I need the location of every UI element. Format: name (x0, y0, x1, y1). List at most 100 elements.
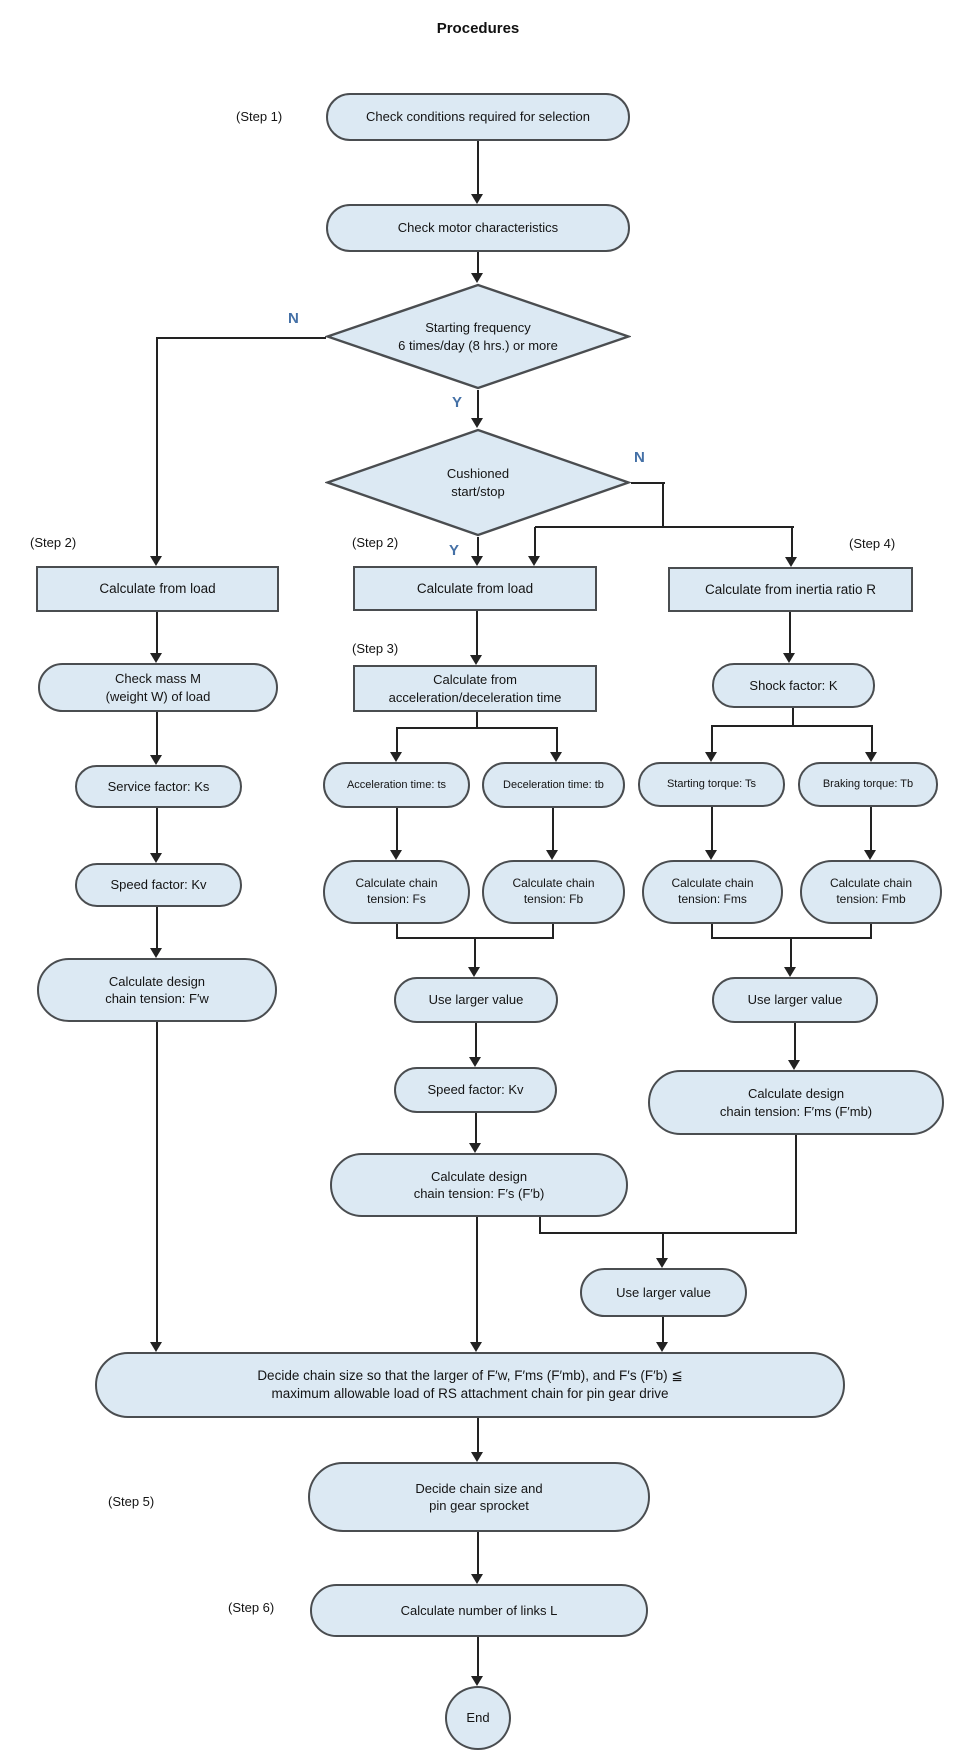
node-decide-chain-size: Decide chain size so that the larger of … (95, 1352, 845, 1418)
arrow-head (469, 1057, 481, 1067)
connector-line (790, 937, 792, 969)
connector-line (156, 337, 158, 558)
node-braking-torque-tb: Braking torque: Tb (798, 762, 938, 807)
connector-line (156, 907, 158, 950)
node-end: End (445, 1686, 511, 1750)
connector-line (552, 924, 554, 939)
connector-line (476, 1217, 478, 1344)
arrow-head (528, 556, 540, 566)
decision-cushioned-start-stop (325, 428, 631, 537)
connector-line (792, 708, 794, 727)
connector-line (556, 727, 558, 754)
connector-line (795, 1135, 797, 1234)
connector-line (156, 1022, 158, 1344)
arrow-head (390, 752, 402, 762)
connector-line (477, 141, 479, 196)
arrow-head (656, 1258, 668, 1268)
step2-left-label: (Step 2) (30, 535, 77, 550)
arrow-head (150, 1342, 162, 1352)
arrow-head (471, 1452, 483, 1462)
connector-line (870, 807, 872, 852)
connector-line (712, 725, 873, 727)
step2-mid-label: (Step 2) (352, 535, 399, 550)
connector-line (791, 527, 793, 559)
arrow-head (471, 194, 483, 204)
arrow-head (471, 556, 483, 566)
node-deceleration-time-tb: Deceleration time: tb (482, 762, 625, 808)
node-acceleration-time-ts: Acceleration time: ts (323, 762, 470, 808)
connector-line (475, 1113, 477, 1145)
arrow-head (468, 967, 480, 977)
connector-line (396, 727, 398, 754)
connector-line (156, 337, 326, 339)
arrow-head (705, 850, 717, 860)
connector-line (662, 483, 664, 528)
node-use-larger-value-mid: Use larger value (394, 977, 558, 1023)
node-starting-torque-ts: Starting torque: Ts (638, 762, 785, 807)
page-title: Procedures (436, 20, 520, 37)
arrow-head (390, 850, 402, 860)
connector-line (712, 937, 872, 939)
branch-yes-label: Y (452, 394, 463, 411)
connector-line (631, 482, 665, 484)
node-speed-factor-kv-mid: Speed factor: Kv (394, 1067, 557, 1113)
connector-line (477, 1532, 479, 1576)
arrow-head (471, 418, 483, 428)
connector-line (474, 937, 476, 969)
connector-line (477, 252, 479, 275)
connector-line (477, 537, 479, 558)
node-calc-number-of-links: Calculate number of links L (310, 1584, 648, 1637)
connector-line (711, 924, 713, 939)
arrow-head (705, 752, 717, 762)
branch-yes-label: Y (449, 542, 460, 559)
connector-line (397, 937, 554, 939)
connector-line (476, 611, 478, 657)
arrow-head (150, 556, 162, 566)
arrow-head (469, 1143, 481, 1153)
connector-line (397, 727, 558, 729)
connector-line (789, 612, 791, 655)
connector-line (396, 924, 398, 939)
branch-no-label: N (634, 449, 645, 466)
connector-line (156, 808, 158, 855)
arrow-head (150, 853, 162, 863)
arrow-head (471, 273, 483, 283)
decision-starting-frequency (325, 283, 631, 390)
step3-label: (Step 3) (352, 641, 399, 656)
arrow-head (656, 1342, 668, 1352)
connector-line (156, 612, 158, 655)
arrow-head (150, 755, 162, 765)
node-shock-factor-k: Shock factor: K (712, 663, 875, 708)
arrow-head (470, 655, 482, 665)
connector-line (711, 725, 713, 754)
arrow-head (785, 557, 797, 567)
arrow-head (783, 653, 795, 663)
connector-line (870, 924, 872, 939)
arrow-head (784, 967, 796, 977)
node-check-mass: Check mass M(weight W) of load (38, 663, 278, 712)
connector-line (711, 807, 713, 852)
arrow-head (864, 850, 876, 860)
connector-line (794, 1023, 796, 1062)
node-check-motor: Check motor characteristics (326, 204, 630, 252)
arrow-head (471, 1676, 483, 1686)
arrow-head (550, 752, 562, 762)
arrow-head (150, 653, 162, 663)
connector-line (662, 1233, 664, 1260)
connector-line (534, 527, 536, 558)
node-check-conditions: Check conditions required for selection (326, 93, 630, 141)
arrow-head (865, 752, 877, 762)
step6-label: (Step 6) (228, 1600, 275, 1615)
connector-line (475, 1023, 477, 1059)
branch-no-label: N (288, 310, 299, 327)
connector-line (477, 1637, 479, 1678)
